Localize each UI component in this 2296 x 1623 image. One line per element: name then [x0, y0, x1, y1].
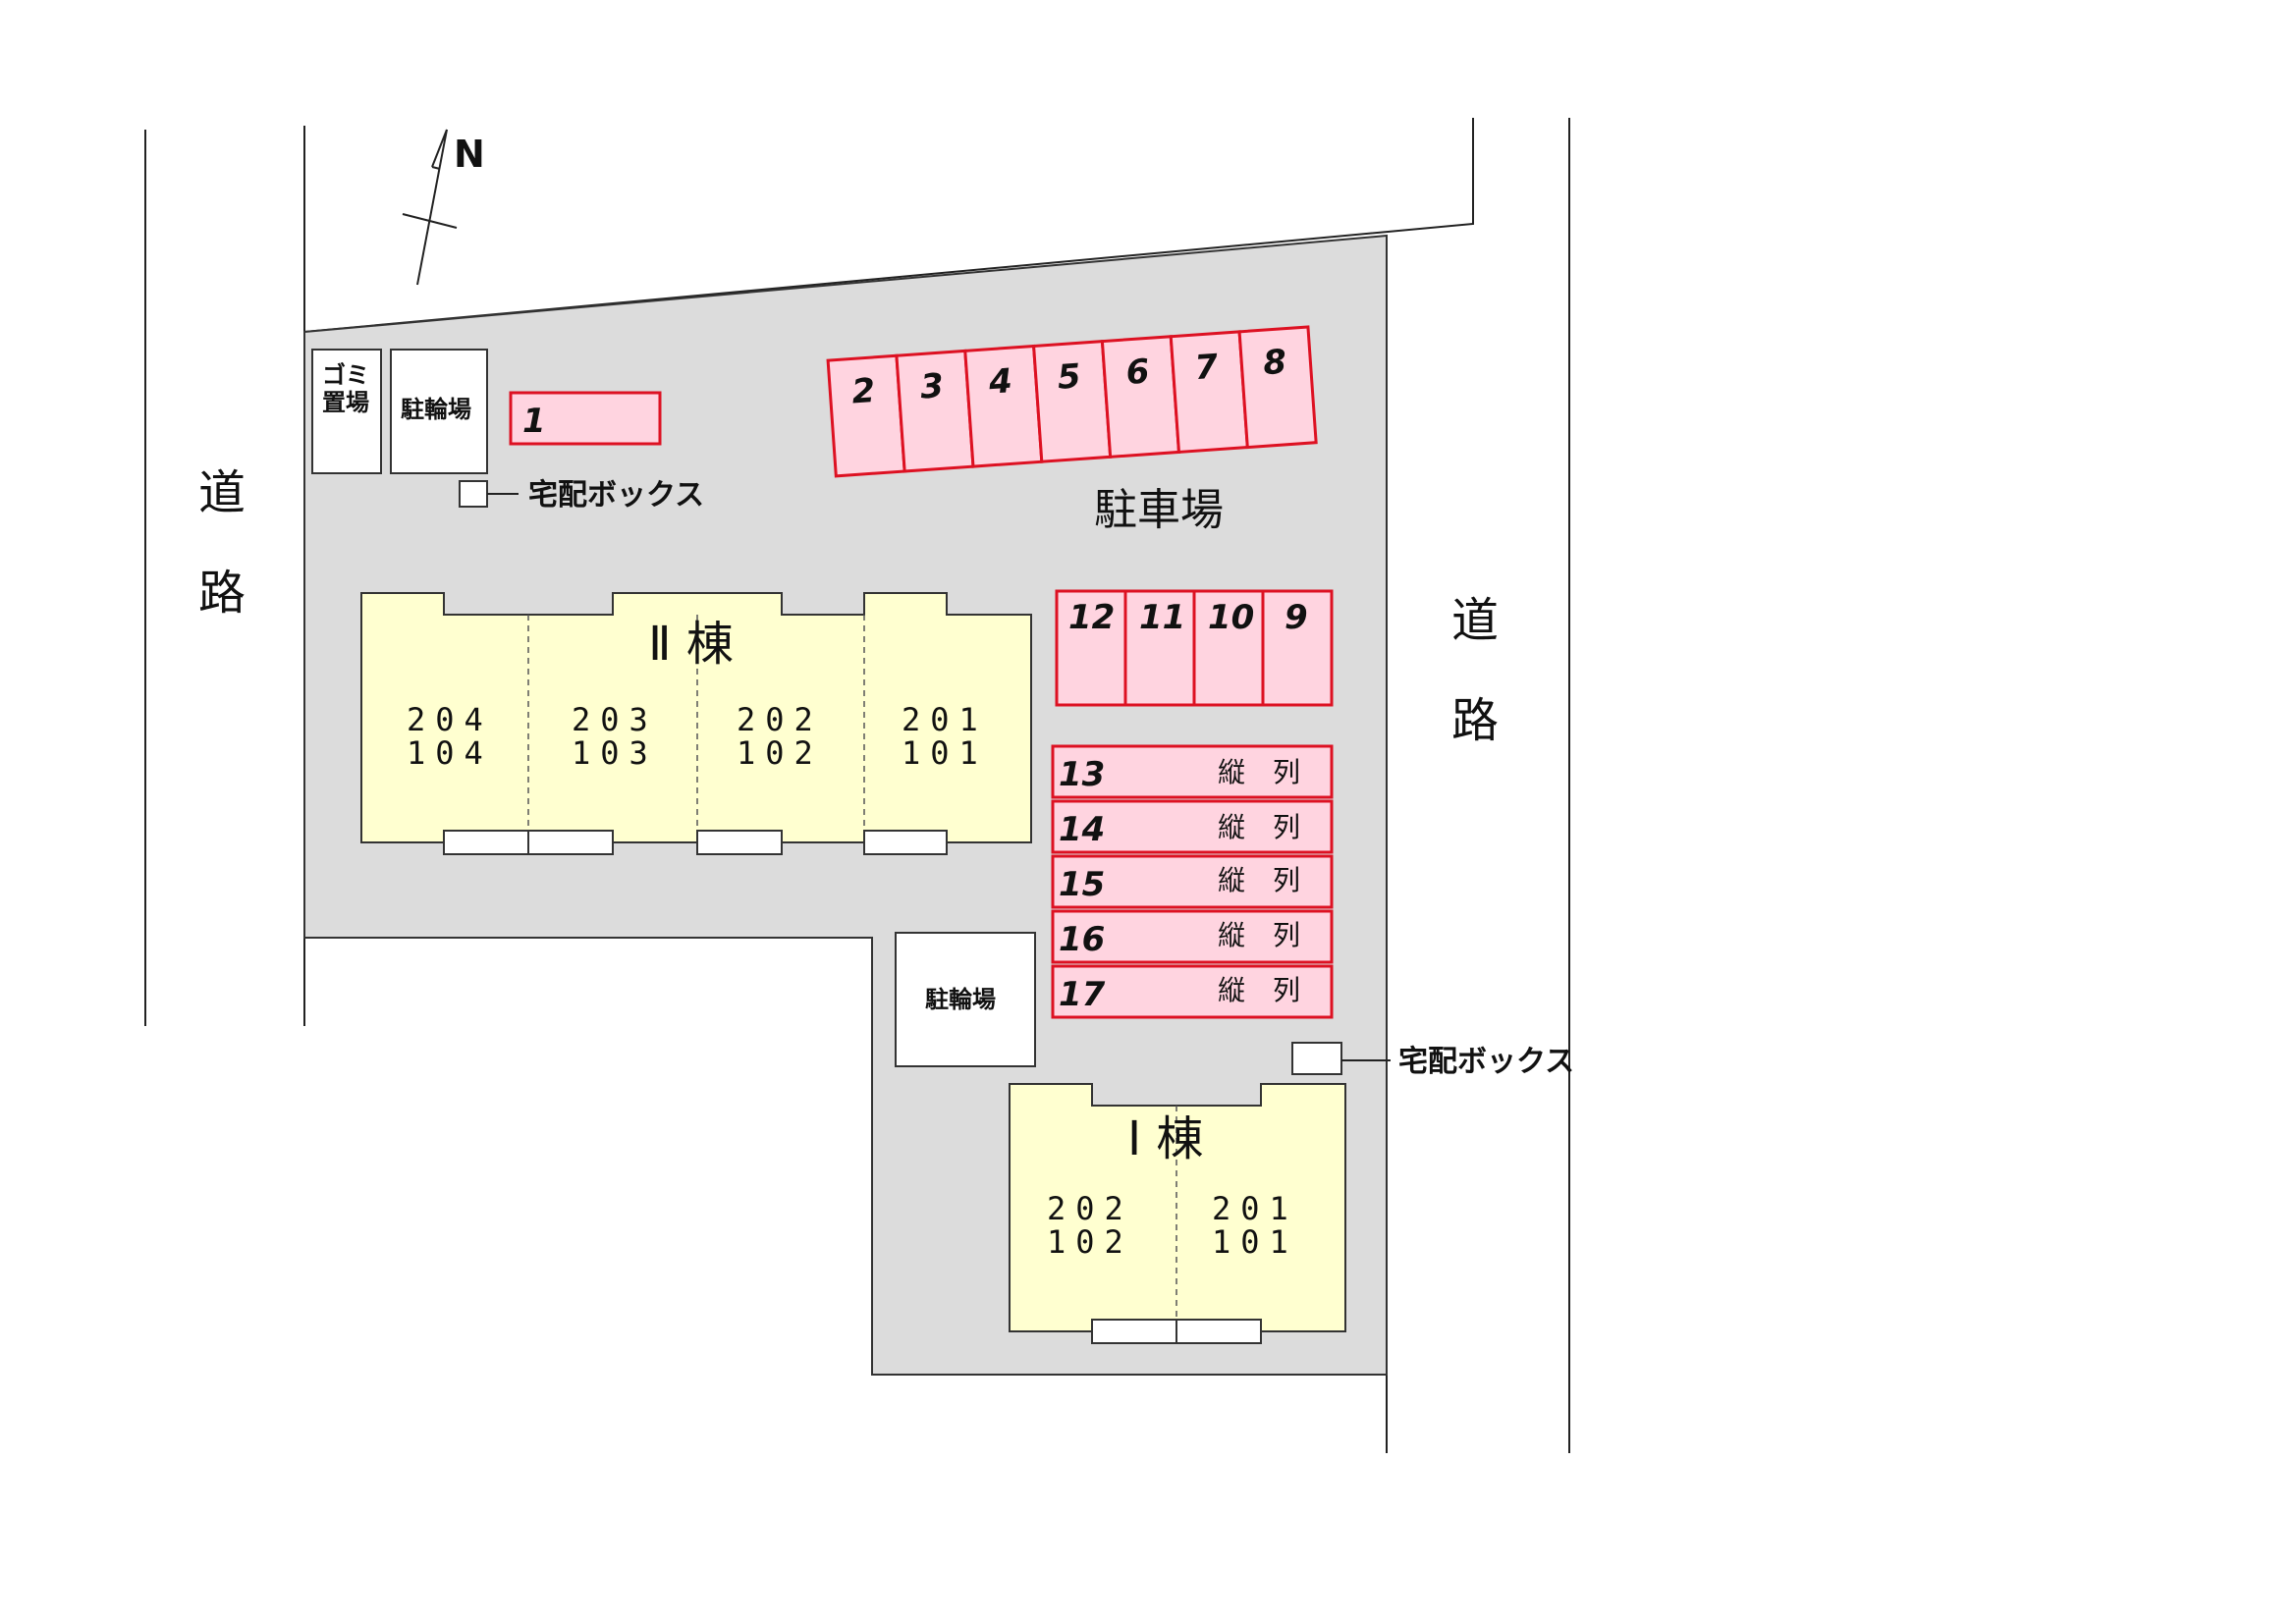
- north-label: N: [454, 133, 485, 176]
- parking-stall-8-label: 8: [1262, 343, 1287, 384]
- bike-parking-west-label: 駐輪場: [401, 396, 471, 423]
- bike-parking-west: [390, 349, 488, 474]
- building-i-balcony-1: [1091, 1319, 1177, 1344]
- delivery-box-west: [459, 480, 488, 508]
- building-ii-balcony-4: [863, 830, 948, 855]
- building-i-unit-201: 201: [1212, 1190, 1298, 1227]
- north-arrow-icon: N: [402, 129, 485, 286]
- trash-label-2: 置場: [322, 389, 369, 416]
- parking-stall-1: [509, 391, 662, 446]
- east-road-label-1: 道: [1451, 593, 1499, 648]
- parking-stall-14: [1051, 799, 1334, 854]
- parking-stall-17-note: 縦 列: [1218, 974, 1300, 1006]
- west-road-label-2: 路: [198, 566, 246, 621]
- parking-stall-3-label: 3: [919, 366, 945, 407]
- building-ii-balcony-2: [527, 830, 614, 855]
- parking-stall-16-label: 16: [1059, 920, 1105, 959]
- building-ii-unit-101: 101: [902, 734, 988, 772]
- parking-stall-5-label: 5: [1057, 356, 1082, 398]
- delivery-box-east: [1291, 1042, 1342, 1075]
- building-ii-unit-204: 204: [407, 701, 493, 738]
- parking-stall-2-label: 2: [850, 371, 876, 412]
- parking-stall-6-label: 6: [1124, 352, 1150, 393]
- parking-stall-11-label: 11: [1139, 598, 1185, 637]
- parking-stall-14-note: 縦 列: [1218, 811, 1300, 843]
- building-ii-unit-103: 103: [572, 734, 658, 772]
- building-ii-unit-203: 203: [572, 701, 658, 738]
- parking-row-top: 2 3 4 5 6 7 8: [826, 325, 1318, 478]
- parking-stall-15: [1051, 854, 1334, 909]
- neighbor-plot-boundary: [303, 118, 1474, 333]
- building-i-label: Ⅰ 棟: [1127, 1111, 1203, 1166]
- parking-stall-4-label: 4: [987, 361, 1013, 403]
- parking-stall-9-label: 9: [1285, 598, 1308, 637]
- parking-stall-10-label: 10: [1208, 598, 1254, 637]
- parking-stall-1-label: 1: [522, 402, 546, 441]
- building-i-balcony-2: [1175, 1319, 1262, 1344]
- building-i-unit-202: 202: [1047, 1190, 1133, 1227]
- delivery-box-east-label: 宅配ボックス: [1398, 1045, 1574, 1079]
- parking-stall-13-label: 13: [1059, 755, 1105, 794]
- building-ii-unit-201: 201: [902, 701, 988, 738]
- trash-area: [311, 349, 382, 474]
- bike-parking-center-label: 駐輪場: [925, 986, 996, 1013]
- parking-stall-9: [1261, 589, 1334, 707]
- parking-stall-17-label: 17: [1059, 975, 1106, 1014]
- building-ii-label: Ⅱ 棟: [648, 617, 734, 672]
- delivery-box-west-label: 宅配ボックス: [528, 478, 704, 513]
- parking-stall-15-note: 縦 列: [1218, 864, 1300, 896]
- building-ii-unit-202: 202: [737, 701, 823, 738]
- building-ii-balcony-3: [696, 830, 783, 855]
- parking-stall-12-label: 12: [1068, 598, 1115, 637]
- building-ii-unit-102: 102: [737, 734, 823, 772]
- trash-label-1: ゴミ: [322, 361, 369, 389]
- parking-stall-14-label: 14: [1059, 810, 1105, 849]
- parking-stall-15-label: 15: [1059, 865, 1105, 904]
- parking-stall-13-note: 縦 列: [1218, 756, 1300, 788]
- parking-stall-7-label: 7: [1193, 347, 1220, 388]
- parking-lot-label: 駐車場: [1094, 485, 1224, 535]
- bike-parking-center: [895, 932, 1036, 1067]
- parking-stall-10: [1192, 589, 1265, 707]
- building-ii-balcony-1: [443, 830, 529, 855]
- building-i-unit-102: 102: [1047, 1223, 1133, 1261]
- building-i-unit-101: 101: [1212, 1223, 1298, 1261]
- parking-stall-8: [1237, 325, 1318, 450]
- east-road-label-2: 路: [1451, 693, 1499, 748]
- parking-stall-17: [1051, 964, 1334, 1019]
- building-ii-unit-104: 104: [407, 734, 493, 772]
- west-road-label-1: 道: [198, 465, 246, 520]
- parking-stall-16-note: 縦 列: [1218, 919, 1300, 951]
- parking-stall-13: [1051, 744, 1334, 799]
- parking-stall-16: [1051, 909, 1334, 964]
- parking-stall-11: [1123, 589, 1196, 707]
